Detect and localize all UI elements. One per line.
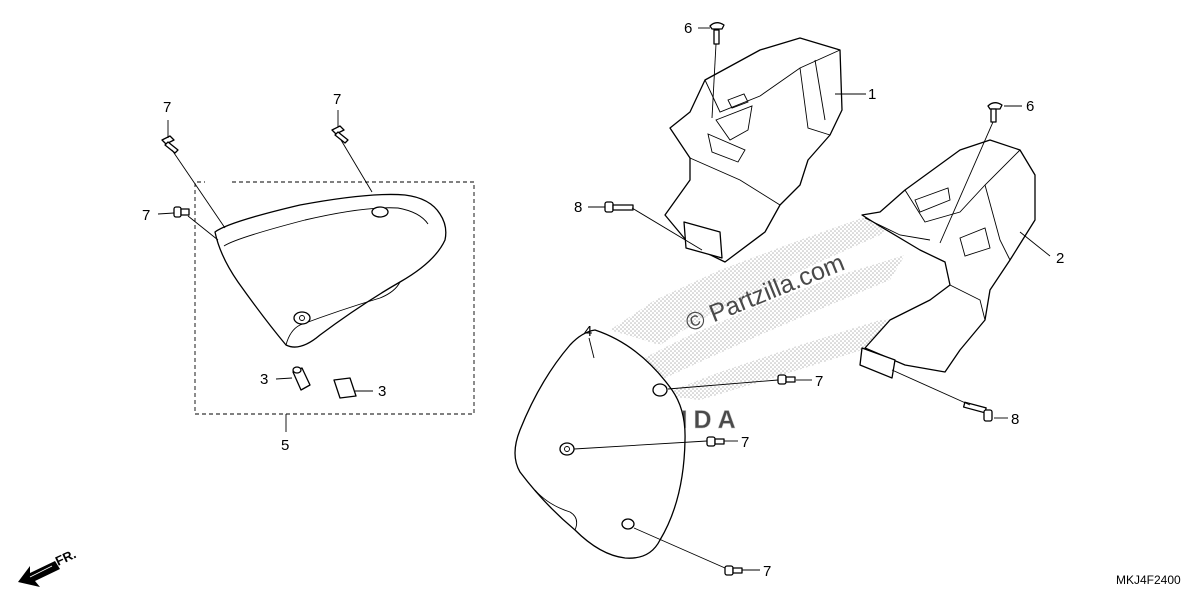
- callout-3: 3: [378, 383, 386, 400]
- callout-7: 7: [333, 91, 341, 108]
- bolt-icon[interactable]: [962, 401, 993, 422]
- callout-1: 1: [868, 86, 876, 103]
- diagram-code: MKJ4F2400: [1116, 573, 1181, 587]
- callout-7: 7: [741, 434, 749, 451]
- callout-7: 7: [142, 207, 150, 224]
- callout-6: 6: [684, 20, 692, 37]
- callout-2: 2: [1056, 250, 1064, 267]
- callout-5: 5: [281, 437, 289, 454]
- bolt-icon[interactable]: [987, 102, 1003, 123]
- air-duct-2[interactable]: [859, 139, 1036, 379]
- grommet-icon[interactable]: [292, 366, 311, 391]
- callout-8: 8: [1011, 411, 1019, 428]
- grommet-icon[interactable]: [333, 377, 357, 399]
- bolt-icon[interactable]: [724, 565, 743, 576]
- air-duct-1[interactable]: [664, 37, 843, 263]
- bolt-icon[interactable]: [173, 206, 190, 218]
- front-direction-arrow-icon: [18, 561, 60, 587]
- honda-wing-watermark: [610, 210, 910, 400]
- callout-8: 8: [574, 199, 582, 216]
- right-side-cover[interactable]: [514, 329, 686, 559]
- bolt-icon[interactable]: [709, 22, 725, 45]
- callout-7: 7: [815, 373, 823, 390]
- bolt-icon[interactable]: [331, 125, 349, 144]
- bolt-icon[interactable]: [604, 201, 634, 213]
- bolt-icon[interactable]: [161, 135, 179, 154]
- callout-6: 6: [1026, 98, 1034, 115]
- callout-4: 4: [584, 323, 592, 340]
- bolt-icon[interactable]: [706, 436, 725, 447]
- bolt-icon[interactable]: [777, 374, 796, 385]
- callout-7: 7: [763, 563, 771, 580]
- front-direction-label: FR.: [53, 546, 78, 568]
- callout-7: 7: [163, 99, 171, 116]
- left-side-cover[interactable]: [214, 193, 447, 348]
- callout-3: 3: [260, 371, 268, 388]
